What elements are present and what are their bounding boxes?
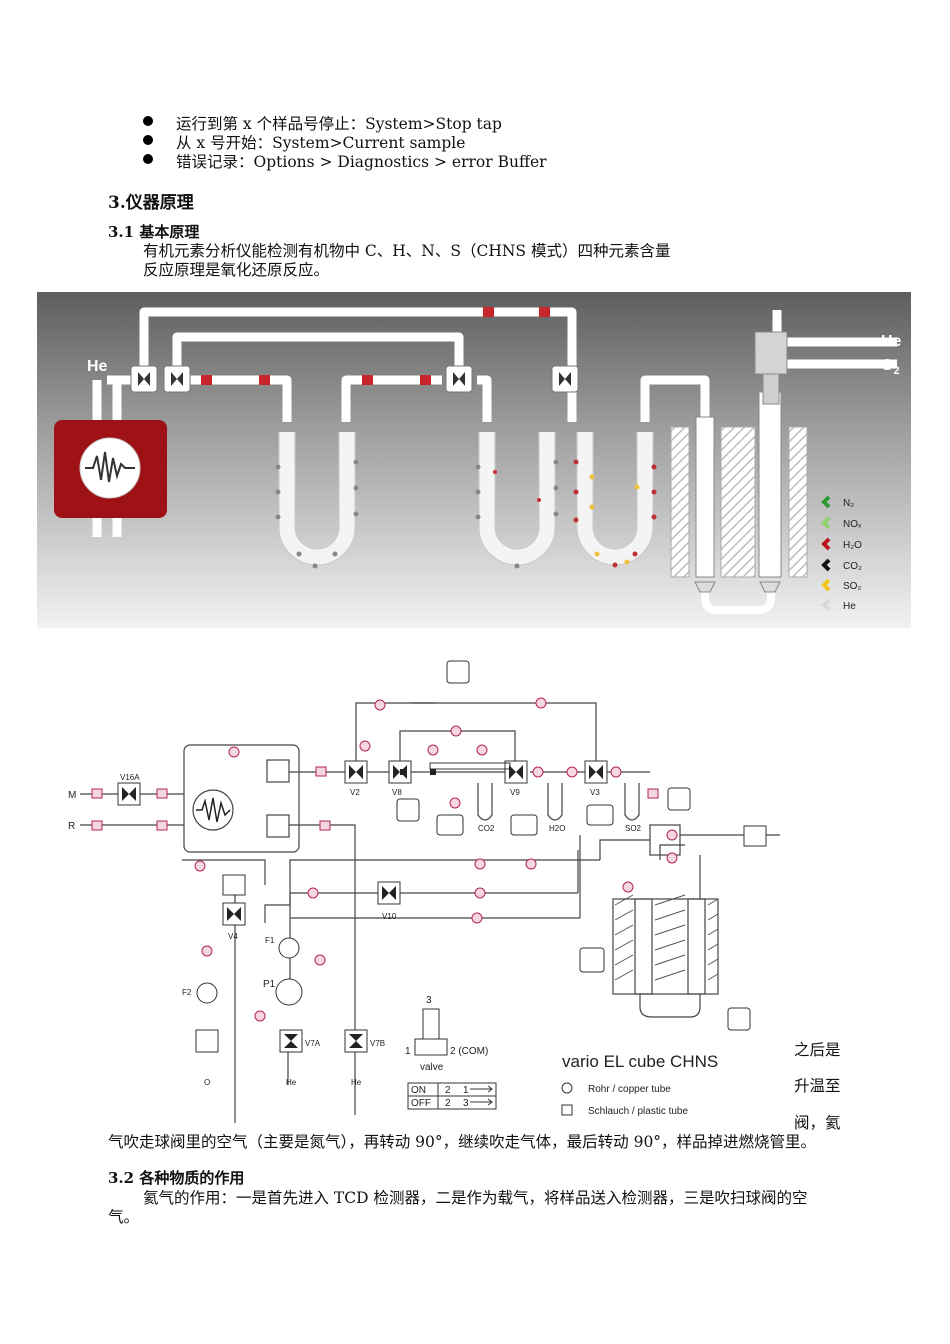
paragraph-line: 气吹走球阀里的空气（主要是氮气），再转动 90°，继续吹走气体，最后转动 90°… xyxy=(108,1133,817,1151)
o2-label: O xyxy=(204,1078,210,1087)
he-label: He xyxy=(351,1078,362,1087)
r-label: R xyxy=(68,821,75,832)
v7a-label: V7A xyxy=(305,1039,321,1048)
text-fragment: 之后是 xyxy=(794,1041,841,1059)
legend-h2o: H₂O xyxy=(843,540,862,551)
bullet-dot xyxy=(143,135,153,145)
f2-label: F2 xyxy=(182,988,192,997)
he-label: He xyxy=(881,333,902,350)
section-title: 3.仪器原理 xyxy=(108,193,194,213)
legend-schlauch: Schlauch / plastic tube xyxy=(588,1106,688,1117)
valve-num-1: 1 xyxy=(405,1046,411,1057)
legend-co2: CO₂ xyxy=(843,561,862,572)
on-path: 2 xyxy=(445,1085,451,1096)
svg-text:O2: O2 xyxy=(881,357,900,377)
v9-label: V9 xyxy=(510,788,520,797)
legend-he: He xyxy=(843,601,856,612)
valve-com-label: 2 (COM) xyxy=(450,1046,488,1057)
legend-nox: NOₓ xyxy=(843,519,862,530)
h2o-label: H2O xyxy=(549,824,565,833)
o2-label: O xyxy=(881,357,893,374)
co2-label: CO2 xyxy=(478,824,495,833)
text-fragment: 阀，氦 xyxy=(794,1114,841,1132)
bullet-dot xyxy=(143,116,153,126)
bullet-dot xyxy=(143,154,153,164)
p1-label: P1 xyxy=(263,979,276,990)
off-path: 2 xyxy=(445,1098,451,1109)
bullet-text: 运行到第 x 个样品号停止：System>Stop tap xyxy=(176,115,502,133)
on-arrow: 1 xyxy=(463,1085,469,1096)
paragraph-line: 有机元素分析仪能检测有机物中 C、H、N、S（CHNS 模式）四种元素含量 xyxy=(143,242,671,260)
v3-label: V3 xyxy=(590,788,600,797)
v7b-label: V7B xyxy=(370,1039,385,1048)
off-arrow: 3 xyxy=(463,1098,469,1109)
schematic-title: vario EL cube CHNS xyxy=(562,1052,718,1071)
gas-legend: N₂ NOₓ H₂O CO₂ SO₂ He xyxy=(821,495,862,612)
so2-label: SO2 xyxy=(625,824,642,833)
m-label: M xyxy=(68,790,76,801)
principle-diagram: He He O2 N₂ NOₓ H₂O CO₂ SO₂ He xyxy=(37,292,911,628)
paragraph-line: 反应原理是氧化还原反应。 xyxy=(143,261,330,279)
flow-schematic: M R V16A V2 V8 V9 V3 V4 V10 V7A V7B F1 F… xyxy=(60,655,800,1125)
legend-so2: SO₂ xyxy=(843,581,861,592)
v10-label: V10 xyxy=(382,912,397,921)
v16a-label: V16A xyxy=(120,773,140,782)
bullet-text: 错误记录：Options > Diagnostics > error Buffe… xyxy=(176,153,547,171)
valve-num-3: 3 xyxy=(426,995,432,1006)
on-label: ON xyxy=(411,1085,426,1096)
he-label: He xyxy=(286,1078,297,1087)
f1-label: F1 xyxy=(265,936,275,945)
v2-label: V2 xyxy=(350,788,360,797)
subsection-title: 3.2 各种物质的作用 xyxy=(108,1169,245,1187)
v4-label: V4 xyxy=(228,932,238,941)
paragraph-line: 气。 xyxy=(108,1208,140,1226)
legend-n2: N₂ xyxy=(843,498,854,509)
legend-rohr: Rohr / copper tube xyxy=(588,1084,671,1095)
valve-label: valve xyxy=(420,1062,444,1073)
subsection-title: 3.1 基本原理 xyxy=(108,223,200,241)
off-label: OFF xyxy=(411,1098,431,1109)
bullet-text: 从 x 号开始：System>Current sample xyxy=(176,134,466,152)
text-fragment: 升温至 xyxy=(794,1077,841,1095)
he-label: He xyxy=(87,358,108,375)
v8-label: V8 xyxy=(392,788,402,797)
paragraph-line: 氦气的作用：一是首先进入 TCD 检测器，二是作为载气，将样品送入检测器，三是吹… xyxy=(143,1189,808,1207)
